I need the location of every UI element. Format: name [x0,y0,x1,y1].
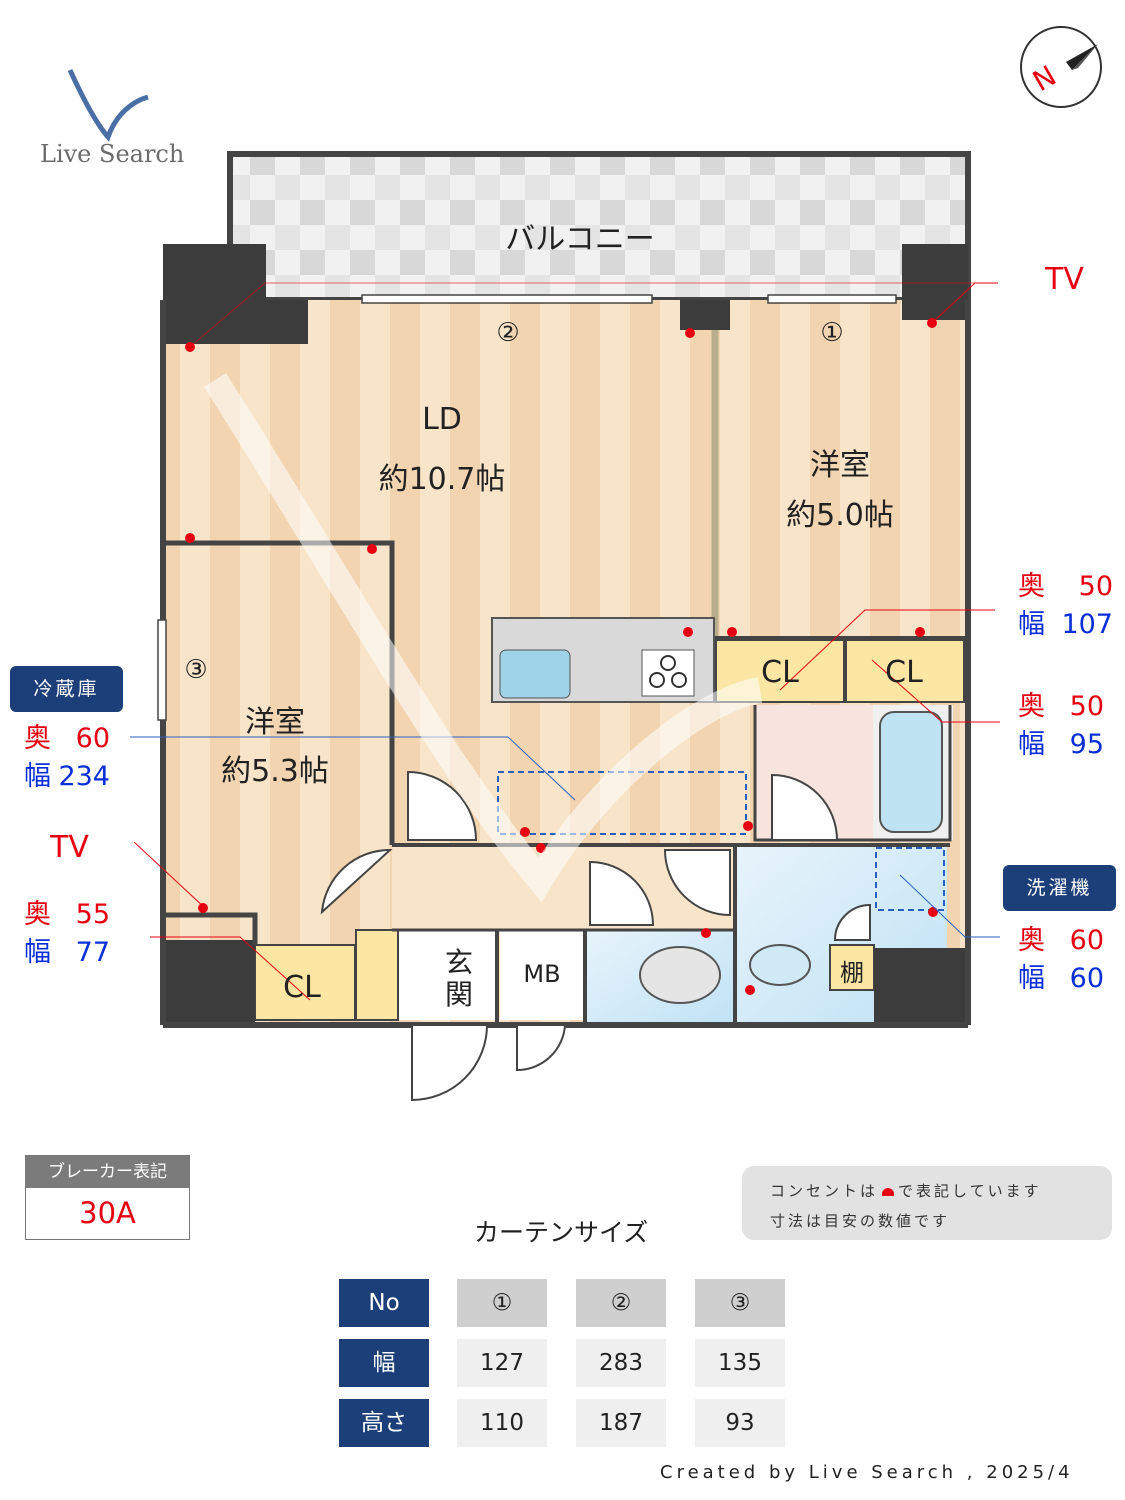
balcony-label: バルコニー [505,222,655,257]
wall-bottom-left [163,940,255,1025]
pillar-mid [680,300,730,330]
entrance-label: 玄関 [444,946,473,1011]
curtain-col-3-width: 135 [695,1339,785,1387]
shelf-label: 棚 [840,959,864,987]
room3-name: 洋室 [245,705,305,740]
ld-size: 約10.7帖 [378,462,506,497]
window-3-marker: ③ [184,655,208,685]
sink [499,649,571,699]
room1-size: 約5.0帖 [786,498,894,533]
note-line-1: コンセントは [770,1182,879,1200]
washer-space [875,847,945,911]
note-line-2: 寸法は目安の数値です [770,1212,951,1230]
logo-mark-icon [67,68,149,142]
mb-floor [500,930,585,1020]
compass-icon [1020,26,1102,108]
curtain-col-1-height: 110 [457,1399,547,1447]
curtain-title: カーテンサイズ [474,1218,649,1247]
pillar-right [902,244,968,320]
wall-bottom-right [874,948,968,1025]
logo: Live Search [40,62,200,172]
footer-credit: Created by Live Search , 2025/4 [660,1462,1074,1483]
fridge-tag: 冷蔵庫 [10,666,123,712]
curtain-col-2-height: 187 [576,1399,666,1447]
breaker-title: ブレーカー表記 [26,1156,189,1188]
closet-1-label: CL [761,655,799,690]
tv-label-left: TV [50,830,89,865]
bathtub [879,711,943,833]
mb-label: MB [523,960,561,988]
toilet [639,946,721,1004]
floor-plan [130,151,1000,1102]
note-box: コンセントは で表記しています 寸法は目安の数値です [742,1166,1112,1240]
stove [641,649,695,697]
compass: N [1018,24,1104,110]
window-2-marker: ② [496,318,520,348]
washer-tag: 洗濯機 [1003,865,1116,911]
room1-name: 洋室 [810,448,870,483]
closet-2-label: CL [885,655,923,690]
logo-text: Live Search [40,140,185,168]
curtain-header-no: No [339,1279,429,1327]
curtain-col-3-no: ③ [695,1279,785,1327]
pillar-left-2 [266,300,308,344]
breaker-box: ブレーカー表記 30A [25,1155,190,1240]
wash-basin [749,944,811,986]
closet-3-label: CL [283,970,321,1005]
curtain-header-height: 高さ [339,1399,429,1447]
tv-label-right: TV [1045,262,1084,297]
room3-size: 約5.3帖 [221,754,329,789]
curtain-col-2-no: ② [576,1279,666,1327]
balcony [227,151,971,303]
shelf [829,944,875,991]
curtain-col-2-width: 283 [576,1339,666,1387]
curtain-header-width: 幅 [339,1339,429,1387]
curtain-col-1-no: ① [457,1279,547,1327]
note-line-1b: で表記しています [898,1182,1042,1200]
curtain-col-3-height: 93 [695,1399,785,1447]
closet-2 [845,639,965,703]
outlets [185,318,938,995]
curtain-col-1-width: 127 [457,1339,547,1387]
outlet-icon [882,1188,895,1196]
pillar-left [163,244,266,344]
shoe-closet [355,929,399,1021]
entrance-floor [398,930,495,1020]
breaker-value: 30A [79,1196,136,1230]
ld-name: LD [422,402,462,437]
window-1-marker: ① [820,318,844,348]
